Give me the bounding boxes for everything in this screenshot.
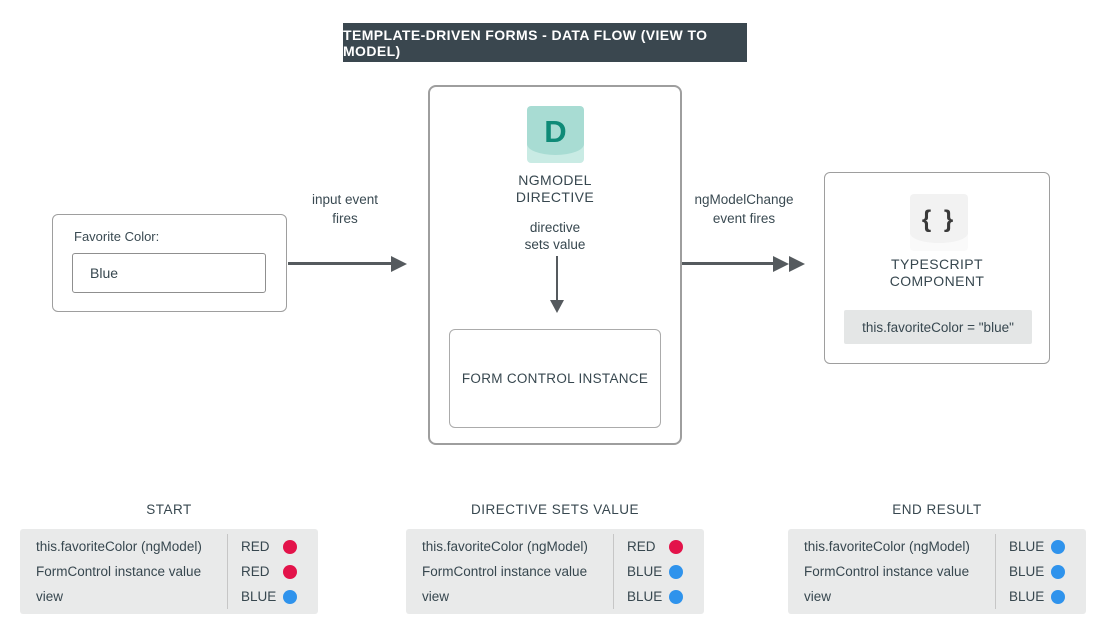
directive-card-subtitle: directive sets value <box>430 220 680 253</box>
arrow-right-icon <box>391 255 407 272</box>
arrow-label-line: ngModelChange <box>694 192 794 207</box>
state-title: END RESULT <box>892 502 982 517</box>
favorite-color-code-chip: this.favoriteColor = "blue" <box>844 310 1032 344</box>
row-label: this.favoriteColor (ngModel) <box>36 539 202 554</box>
title-line: DIRECTIVE <box>515 188 595 205</box>
state-table: this.favoriteColor (ngModel) RED FormCon… <box>406 529 704 614</box>
form-control-instance-box: FORM CONTROL INSTANCE <box>449 329 661 428</box>
row-label: view <box>36 589 64 604</box>
arrow-right-icon <box>773 255 789 272</box>
table-row: FormControl instance value RED <box>20 559 318 584</box>
color-dot <box>669 539 683 554</box>
braces-glyph: { } <box>921 205 957 233</box>
state-title: START <box>146 502 192 517</box>
arrow-directive-to-formcontrol-line <box>556 256 558 300</box>
color-dot <box>669 589 683 604</box>
favorite-color-input[interactable] <box>72 253 266 293</box>
state-title: DIRECTIVE SETS VALUE <box>470 502 640 517</box>
color-dot <box>1051 539 1065 554</box>
subtitle-line: sets value <box>524 236 586 252</box>
row-label: FormControl instance value <box>804 564 970 579</box>
component-card-title: TYPESCRIPT COMPONENT <box>825 256 1049 289</box>
code-text: this.favoriteColor = "blue" <box>862 319 1014 335</box>
row-value: BLUE <box>995 584 1051 609</box>
table-row: view BLUE <box>20 584 318 609</box>
row-value: BLUE <box>995 534 1051 559</box>
color-dot <box>669 564 683 579</box>
table-row: FormControl instance value BLUE <box>788 559 1086 584</box>
row-value: BLUE <box>227 584 283 609</box>
row-label: FormControl instance value <box>36 564 202 579</box>
state-group-directive-sets-value: DIRECTIVE SETS VALUE this.favoriteColor … <box>406 502 704 614</box>
arrow-view-to-directive-line <box>288 262 392 265</box>
state-table: this.favoriteColor (ngModel) RED FormCon… <box>20 529 318 614</box>
row-label: this.favoriteColor (ngModel) <box>804 539 970 554</box>
input-event-arrow-label: input event fires <box>285 190 405 228</box>
typescript-component-card: { } TYPESCRIPT COMPONENT this.favoriteCo… <box>824 172 1050 364</box>
title-line: COMPONENT <box>889 272 985 289</box>
state-table: this.favoriteColor (ngModel) BLUE FormCo… <box>788 529 1086 614</box>
favorite-color-label: Favorite Color: <box>74 229 160 244</box>
title-line: TYPESCRIPT <box>891 256 983 272</box>
subtitle-line: directive <box>529 220 581 235</box>
d-letter: D <box>544 114 567 149</box>
arrow-directive-to-component-line <box>682 262 776 265</box>
view-form-card: Favorite Color: <box>52 214 287 312</box>
curly-braces-icon: { } <box>910 194 968 251</box>
arrow-label-line: input event <box>311 192 379 207</box>
color-dot <box>1051 564 1065 579</box>
state-group-end-result: END RESULT this.favoriteColor (ngModel) … <box>788 502 1086 614</box>
diagram-title-bar: TEMPLATE-DRIVEN FORMS - DATA FLOW (VIEW … <box>343 23 747 62</box>
table-row: view BLUE <box>788 584 1086 609</box>
row-label: this.favoriteColor (ngModel) <box>422 539 588 554</box>
color-dot <box>283 539 297 554</box>
arrow-label-line: fires <box>332 211 358 226</box>
row-label: view <box>422 589 450 604</box>
diagram-title: TEMPLATE-DRIVEN FORMS - DATA FLOW (VIEW … <box>343 26 708 59</box>
row-label: view <box>804 589 832 604</box>
table-row: this.favoriteColor (ngModel) RED <box>20 534 318 559</box>
color-dot <box>283 564 297 579</box>
arrow-down-icon <box>550 300 564 313</box>
state-group-start: START this.favoriteColor (ngModel) RED F… <box>20 502 318 614</box>
table-row: this.favoriteColor (ngModel) BLUE <box>788 534 1086 559</box>
arrow-label-line: event fires <box>712 211 776 226</box>
row-value: RED <box>227 559 283 584</box>
ngmodel-directive-icon: D <box>527 106 584 163</box>
color-dot <box>283 589 297 604</box>
color-dot <box>1051 589 1065 604</box>
directive-card-title: NGMODEL DIRECTIVE <box>430 172 680 205</box>
arrow-right-icon <box>789 255 805 272</box>
row-value: BLUE <box>613 559 669 584</box>
ngmodelchange-arrow-label: ngModelChange event fires <box>674 190 814 228</box>
table-row: FormControl instance value BLUE <box>406 559 704 584</box>
form-control-instance-label: FORM CONTROL INSTANCE <box>461 371 649 386</box>
row-value: RED <box>227 534 283 559</box>
table-row: this.favoriteColor (ngModel) RED <box>406 534 704 559</box>
title-line: NGMODEL <box>518 172 592 188</box>
row-value: BLUE <box>613 584 669 609</box>
row-value: RED <box>613 534 669 559</box>
row-label: FormControl instance value <box>422 564 588 579</box>
ngmodel-directive-card: D NGMODEL DIRECTIVE directive sets value… <box>428 85 682 445</box>
row-value: BLUE <box>995 559 1051 584</box>
table-row: view BLUE <box>406 584 704 609</box>
